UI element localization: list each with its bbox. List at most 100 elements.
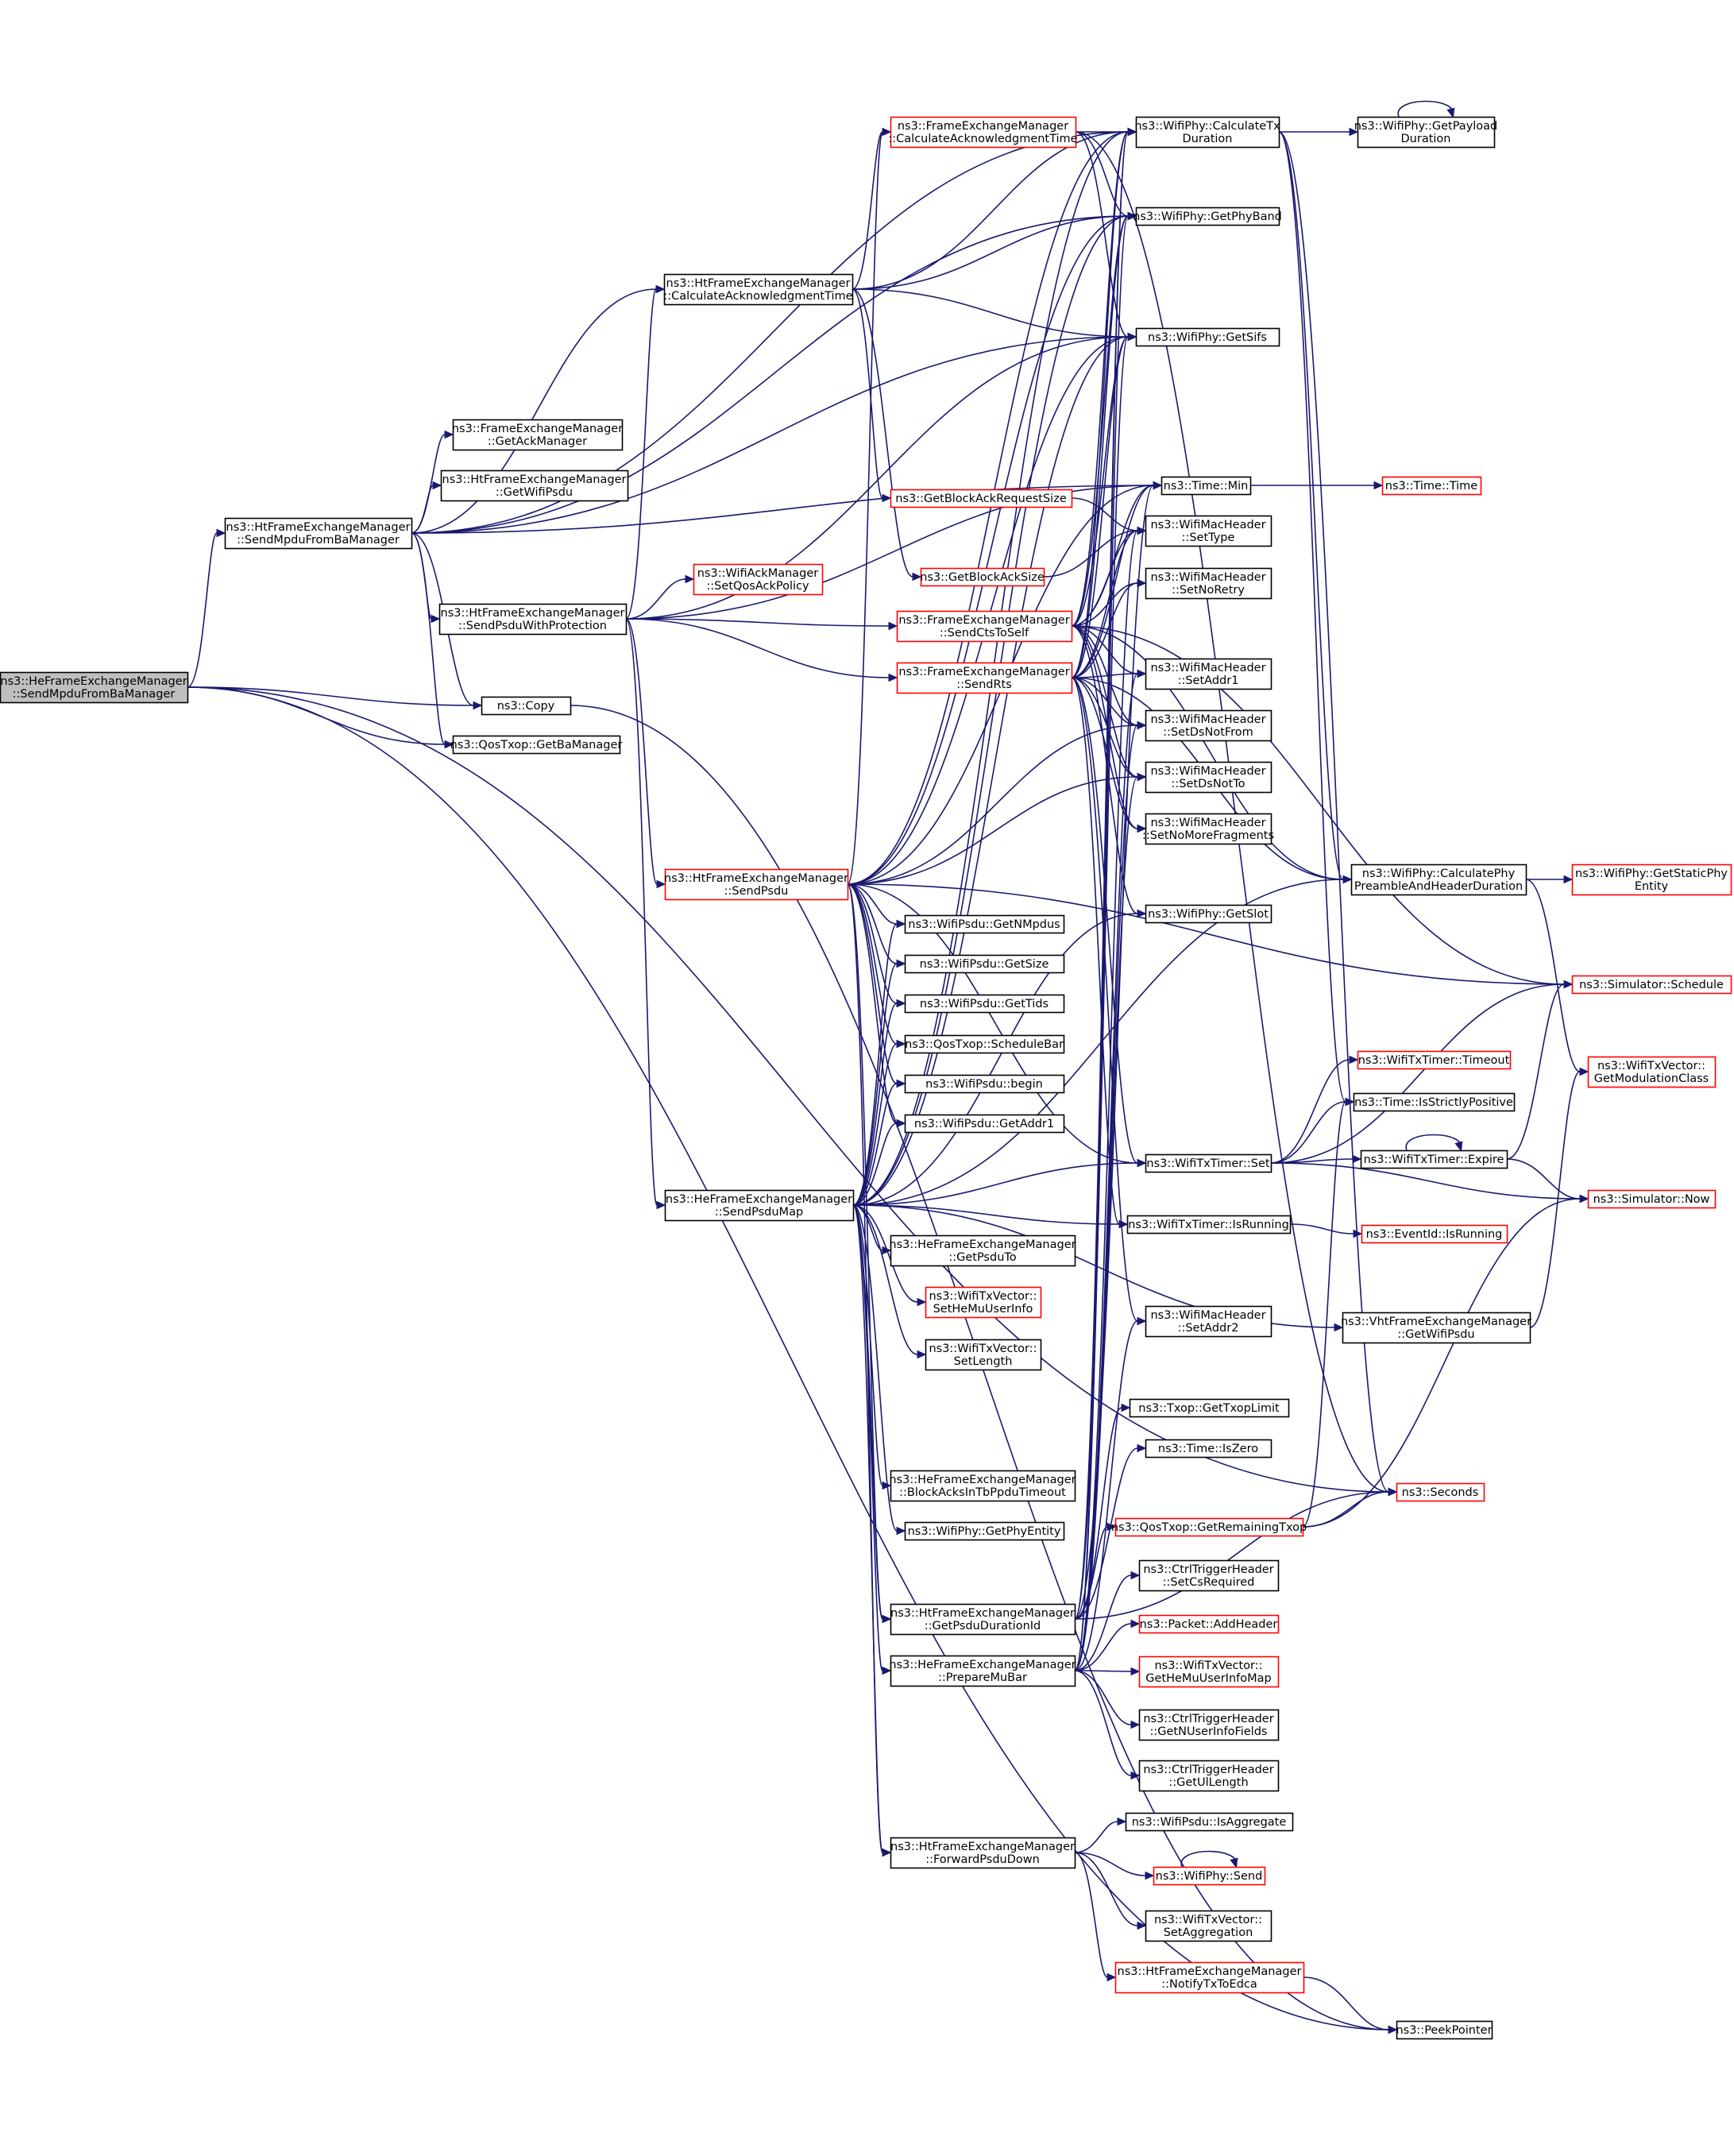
node-setHeMuUserInfo[interactable]: ns3::WifiTxVector::SetHeMuUserInfo [925,1286,1042,1319]
node-getRemainingTxop[interactable]: ns3::QosTxop::GetRemainingTxop [1111,1517,1307,1537]
node-getPhyBand[interactable]: ns3::WifiPhy::GetPhyBand [1133,207,1282,226]
node-setAddr1[interactable]: ns3::WifiMacHeader::SetAddr1 [1145,658,1273,690]
call-edges [187,100,1589,2034]
node-getPsduTo[interactable]: ns3::HeFrameExchangeManager::GetPsduTo [889,1234,1076,1267]
edge-line [847,336,1129,885]
edge-forwardPsduDown-to-setAggregation [1074,1852,1147,1930]
edge-line [411,485,1154,534]
node-copy[interactable]: ns3::Copy [481,696,572,716]
node-label: ns3::Time::IsZero [1158,1443,1258,1455]
node-getModulationClass[interactable]: ns3::WifiTxVector::GetModulationClass [1587,1056,1717,1088]
node-label: ns3::Seconds [1402,1486,1479,1499]
node-htSendMpduFromBa[interactable]: ns3::HtFrameExchangeManager::SendMpduFro… [224,517,413,550]
node-getAddr1[interactable]: ns3::WifiPsdu::GetAddr1 [904,1114,1065,1134]
node-label: ::SetNoMoreFragments [1142,829,1274,842]
node-forwardPsduDown[interactable]: ns3::HtFrameExchangeManager::ForwardPsdu… [890,1837,1076,1869]
node-getHeMuUserInfoMap[interactable]: ns3::WifiTxVector::GetHeMuUserInfoMap [1138,1656,1280,1688]
node-setDsNotTo[interactable]: ns3::WifiMacHeader::SetDsNotTo [1145,761,1273,794]
node-timeTime[interactable]: ns3::Time::Time [1381,476,1482,496]
node-getBlockAckSize[interactable]: ns3::GetBlockAckSize [920,567,1045,587]
node-prepareMuBar[interactable]: ns3::HeFrameExchangeManager::PrepareMuBa… [889,1655,1076,1687]
node-getUlLength[interactable]: ns3::CtrlTriggerHeader::GetUlLength [1138,1760,1280,1792]
node-setCsRequired[interactable]: ns3::CtrlTriggerHeader::SetCsRequired [1138,1559,1280,1592]
node-scheduleBar[interactable]: ns3::QosTxop::ScheduleBar [904,1034,1065,1054]
node-root[interactable]: ns3::HeFrameExchangeManager::SendMpduFro… [0,671,189,704]
node-setAddr2[interactable]: ns3::WifiMacHeader::SetAddr2 [1145,1305,1273,1338]
edge-line [1075,131,1129,338]
node-getBlockAckReqSize[interactable]: ns3::GetBlockAckRequestSize [890,489,1073,508]
node-isAggregate[interactable]: ns3::WifiPsdu::IsAggregate [1125,1812,1294,1832]
node-getNMpdus[interactable]: ns3::WifiPsdu::GetNMpdus [904,914,1065,934]
node-calcPhyPreamble[interactable]: ns3::WifiPhy::CalculatePhyPreambleAndHea… [1350,864,1527,896]
node-getTxopLimit[interactable]: ns3::Txop::GetTxopLimit [1129,1398,1290,1418]
node-sendCtsToSelf[interactable]: ns3::FrameExchangeManager::SendCtsToSelf [896,610,1073,643]
node-label: ns3::WifiTxTimer::Set [1146,1157,1269,1170]
edge-line [852,336,1129,1206]
node-setDsNotFrom[interactable]: ns3::WifiMacHeader::SetDsNotFrom [1145,709,1273,742]
edge-calcTxDuration-to-calcPhyPreamble [1278,131,1353,884]
edge-line [1071,131,1129,627]
node-eventIsRunning[interactable]: ns3::EventId::IsRunning [1361,1224,1508,1244]
node-notifyTxToEdca[interactable]: ns3::HtFrameExchangeManager::NotifyTxToE… [1114,1961,1305,1994]
node-sendRts[interactable]: ns3::FrameExchangeManager::SendRts [896,662,1073,694]
node-txTimerExpire[interactable]: ns3::WifiTxTimer::Expire [1360,1149,1508,1169]
node-htSendPsdu[interactable]: ns3::HtFrameExchangeManager::SendPsdu [664,868,849,901]
node-label: ns3::GetBlockAckSize [920,571,1045,584]
node-label: ns3::CtrlTriggerHeader [1143,1563,1273,1576]
node-simNow[interactable]: ns3::Simulator::Now [1587,1189,1717,1209]
node-txTimerIsRunning[interactable]: ns3::WifiTxTimer::IsRunning [1126,1215,1292,1234]
node-box [1145,1910,1273,1942]
node-vhtGetWifiPsdu[interactable]: ns3::VhtFrameExchangeManager::GetWifiPsd… [1341,1312,1531,1344]
edge-arrowhead [1342,875,1353,884]
node-setType[interactable]: ns3::WifiMacHeader::SetType [1145,515,1273,547]
node-htCalcAck[interactable]: ns3::HtFrameExchangeManager::CalculateAc… [663,273,854,306]
node-psduGetSize[interactable]: ns3::WifiPsdu::GetSize [904,954,1065,974]
node-label: ns3::WifiMacHeader [1150,662,1265,674]
node-getSifs[interactable]: ns3::WifiPhy::GetSifs [1135,327,1280,347]
node-txTimerTimeout[interactable]: ns3::WifiTxTimer::Timeout [1357,1050,1512,1070]
node-setAggregation[interactable]: ns3::WifiTxVector::SetAggregation [1145,1910,1273,1942]
edge-arrowhead [1117,1817,1127,1826]
node-fmCalcAck[interactable]: ns3::FrameExchangeManager::CalculateAckn… [888,116,1078,149]
node-setNoMoreFrag[interactable]: ns3::WifiMacHeader::SetNoMoreFragments [1142,813,1274,845]
node-getAckManager[interactable]: ns3::FrameExchangeManager::GetAckManager [452,419,624,451]
node-seconds[interactable]: ns3::Seconds [1396,1482,1485,1502]
node-htSendPsduWithProt[interactable]: ns3::HtFrameExchangeManager::SendPsduWit… [438,603,628,636]
node-setNoRetry[interactable]: ns3::WifiMacHeader::SetNoRetry [1145,567,1273,600]
node-getPhyEntity[interactable]: ns3::WifiPhy::GetPhyEntity [904,1521,1065,1541]
edge-arrowhead [432,481,442,490]
node-setQosAckPolicy[interactable]: ns3::WifiAckManager::SetQosAckPolicy [693,563,824,596]
node-getNUserInfoFields[interactable]: ns3::CtrlTriggerHeader::GetNUserInfoFiel… [1138,1709,1280,1741]
node-label: ::GetPsduDurationId [925,1620,1041,1632]
node-getTids[interactable]: ns3::WifiPsdu::GetTids [904,994,1065,1014]
node-label: ns3::WifiPsdu::IsAggregate [1132,1816,1287,1829]
edge-line [625,485,1154,620]
node-isStrictlyPositive[interactable]: ns3::Time::IsStrictlyPositive [1353,1092,1516,1112]
node-psduBegin[interactable]: ns3::WifiPsdu::begin [904,1074,1065,1094]
node-txTimerSet[interactable]: ns3::WifiTxTimer::Set [1145,1153,1273,1173]
node-timeMin[interactable]: ns3::Time::Min [1161,476,1252,496]
node-getBaManager[interactable]: ns3::QosTxop::GetBaManager [450,735,623,755]
edge-arrowhead [216,528,226,538]
node-label: ns3::WifiAckManager [697,567,819,580]
node-box [904,1034,1065,1054]
node-peekPointer[interactable]: ns3::PeekPointer [1396,2020,1493,2040]
node-phySend[interactable]: ns3::WifiPhy::Send [1153,1866,1266,1886]
node-getSlot[interactable]: ns3::WifiPhy::GetSlot [1145,904,1273,924]
edge-arrowhead [1388,1487,1398,1497]
node-getPsduDurationId[interactable]: ns3::HtFrameExchangeManager::GetPsduDura… [890,1603,1076,1636]
node-addHeader[interactable]: ns3::Packet::AddHeader [1138,1614,1280,1634]
node-blockAcksTimeout[interactable]: ns3::HeFrameExchangeManager::BlockAcksIn… [889,1470,1076,1502]
node-label: ::SetQosAckPolicy [706,580,809,593]
node-simSchedule[interactable]: ns3::Simulator::Schedule [1571,975,1732,995]
node-label: ::CalculateAcknowledgmentTime [888,133,1077,145]
node-htGetWifiPsdu[interactable]: ns3::HtFrameExchangeManager::GetWifiPsdu [440,469,629,502]
edge-line [1071,497,1138,531]
node-box [890,1603,1076,1636]
node-heSendPsduMap[interactable]: ns3::HeFrameExchangeManager::SendPsduMap [664,1189,855,1222]
node-timeIsZero[interactable]: ns3::Time::IsZero [1145,1439,1273,1459]
node-setLength[interactable]: ns3::WifiTxVector::SetLength [925,1339,1042,1371]
